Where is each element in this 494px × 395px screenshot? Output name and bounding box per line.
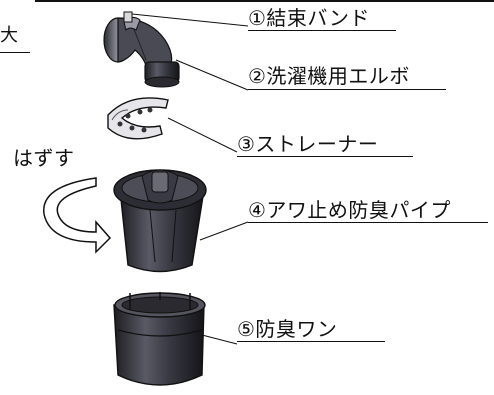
label-remove: はずす: [13, 146, 75, 170]
pipe-part: [113, 169, 207, 273]
label-elbow-underline: [248, 89, 446, 90]
bowl-part: [113, 292, 206, 386]
leader-lines: [131, 13, 249, 345]
label-pipe: ④アワ止め防臭パイプ: [248, 198, 451, 222]
leader-5: [201, 334, 238, 345]
label-strainer: ③ストレーナー: [237, 132, 379, 156]
cut-label-underline: [0, 52, 30, 53]
band-part: [123, 11, 141, 31]
leader-2: [175, 59, 249, 91]
label-strainer-underline: [237, 156, 413, 157]
label-bowl: ⑤防臭ワン: [237, 317, 338, 341]
strainer-part: [107, 97, 169, 140]
cut-label: 大: [0, 25, 19, 46]
label-elbow: ②洗濯機用エルボ: [248, 64, 410, 88]
leader-1: [131, 13, 249, 27]
rotate-arrow-icon: [43, 177, 112, 254]
leader-4: [199, 221, 249, 241]
label-bowl-underline: [237, 341, 385, 342]
leader-3: [167, 117, 238, 153]
label-band-underline: [248, 30, 396, 31]
label-band: ①結束バンド: [248, 6, 370, 30]
elbow-part: [103, 17, 180, 88]
label-pipe-underline: [248, 222, 488, 223]
